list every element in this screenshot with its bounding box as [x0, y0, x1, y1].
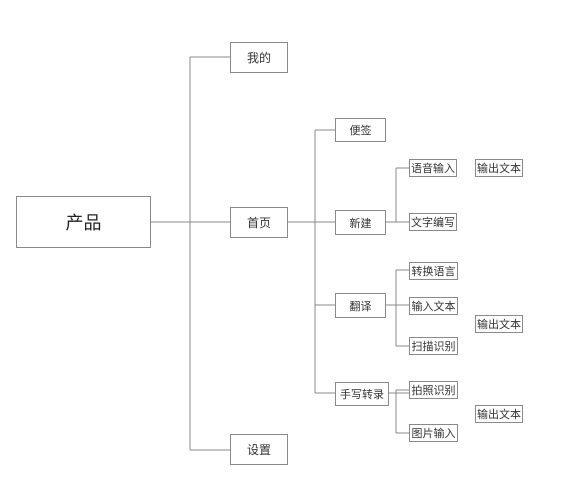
- node-settings-label: 设置: [246, 443, 271, 457]
- node-text-edit: 文字编写: [409, 213, 457, 231]
- node-translate: 翻译: [335, 293, 386, 318]
- node-settings: 设置: [230, 434, 288, 465]
- node-image-input: 图片输入: [409, 424, 458, 442]
- node-output-text-label: 输出文本: [477, 162, 521, 175]
- node-input-text-label: 输入文本: [411, 300, 456, 313]
- node-home-label: 首页: [246, 216, 271, 230]
- node-mine: 我的: [230, 42, 288, 73]
- root-node: 产品: [16, 196, 151, 248]
- node-output-text-label: 输出文本: [477, 318, 521, 331]
- node-photo-recognition: 拍照识别: [409, 381, 458, 399]
- node-scan-recognition: 扫描识别: [409, 337, 458, 355]
- node-handwriting: 手写转录: [335, 382, 389, 406]
- root-node-label: 产品: [65, 213, 102, 234]
- node-input-text: 输入文本: [409, 297, 458, 315]
- node-output-text: 输出文本: [475, 315, 523, 333]
- node-voice-input-label: 语音输入: [411, 162, 455, 175]
- node-new: 新建: [335, 210, 386, 235]
- node-photo-recognition-label: 拍照识别: [411, 384, 456, 397]
- node-scan-recognition-label: 扫描识别: [411, 340, 456, 353]
- node-image-input-label: 图片输入: [411, 427, 456, 440]
- node-notes-label: 便签: [349, 124, 372, 137]
- node-handwriting-label: 手写转录: [340, 388, 384, 401]
- node-mine-label: 我的: [246, 51, 271, 65]
- node-notes: 便签: [335, 118, 386, 142]
- node-convert-language: 转换语言: [409, 262, 458, 280]
- node-convert-language-label: 转换语言: [411, 265, 456, 278]
- node-output-text: 输出文本: [475, 159, 523, 177]
- node-voice-input: 语音输入: [409, 159, 457, 177]
- node-new-label: 新建: [349, 216, 372, 230]
- node-translate-label: 翻译: [349, 299, 372, 313]
- node-home: 首页: [230, 207, 288, 238]
- node-output-text: 输出文本: [475, 405, 523, 423]
- node-output-text-label: 输出文本: [477, 408, 521, 421]
- node-text-edit-label: 文字编写: [411, 216, 455, 229]
